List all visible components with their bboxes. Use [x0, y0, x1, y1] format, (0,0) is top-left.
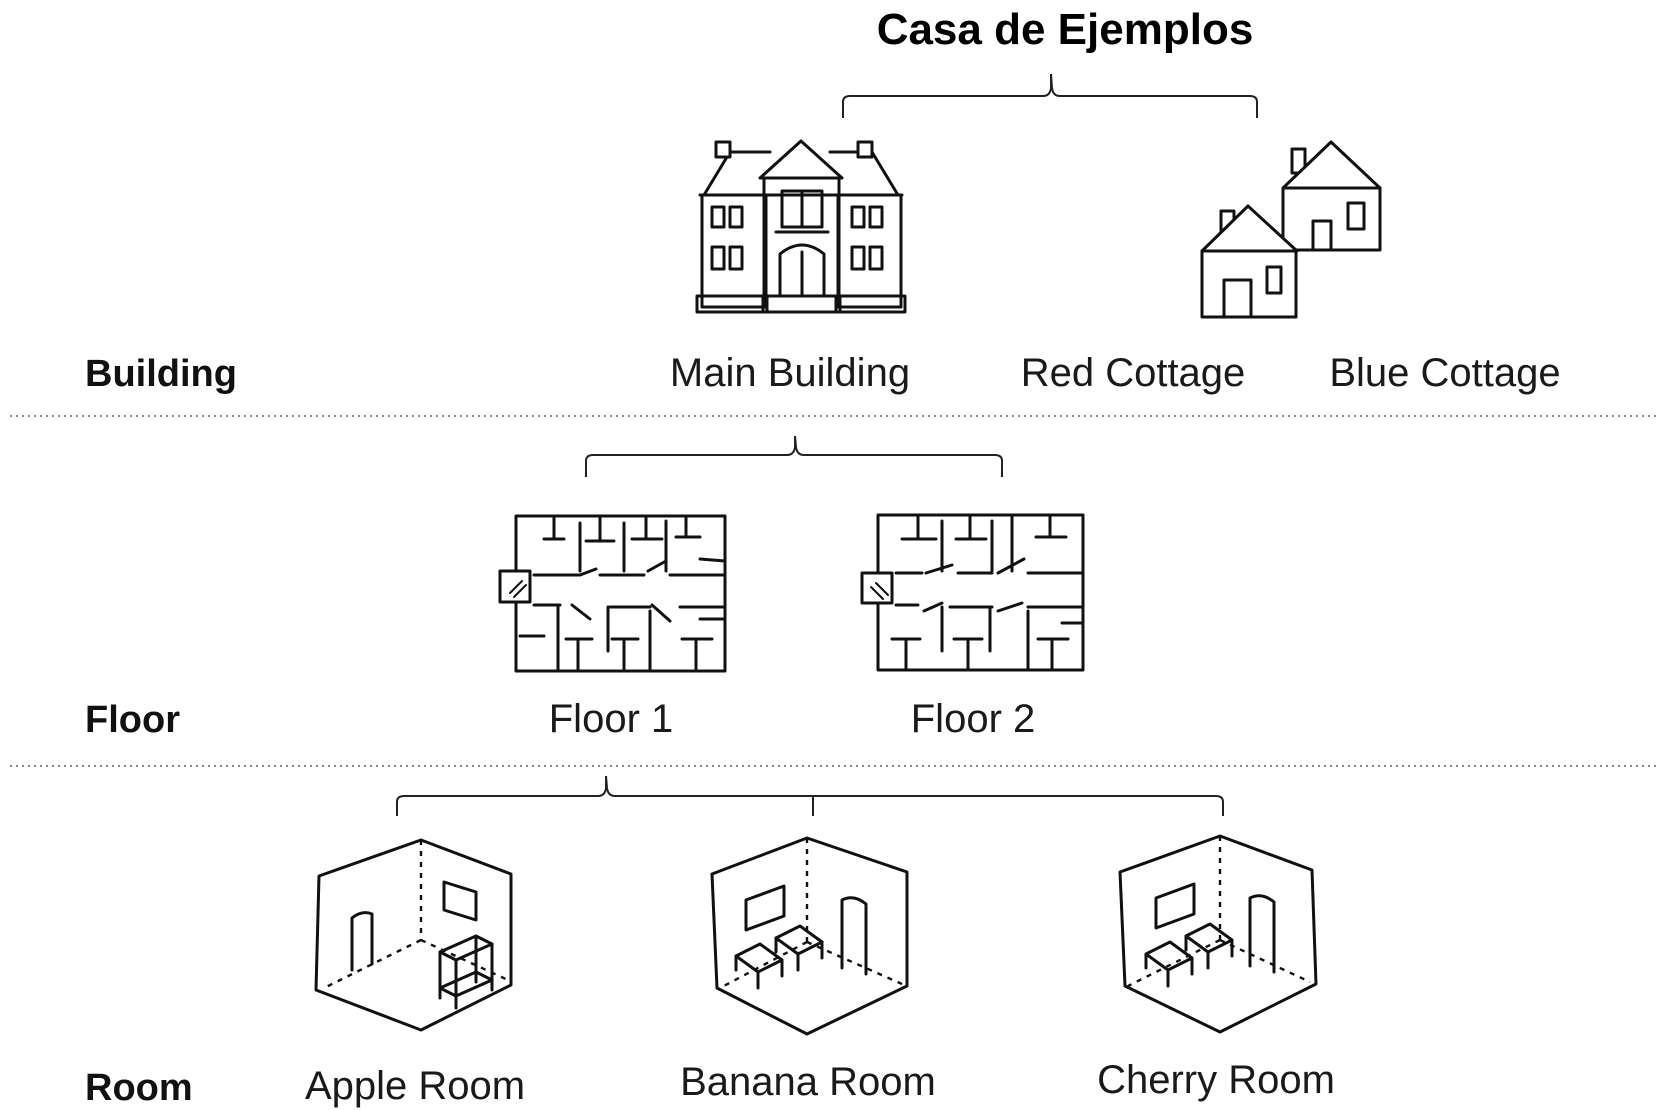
room-icon [710, 836, 909, 1036]
floor-plan-icon [860, 513, 1085, 672]
level-label-floor: Floor [85, 699, 180, 741]
node-label-main-building: Main Building [670, 351, 910, 395]
level-label-building: Building [85, 353, 237, 395]
brace-main-building-floors [585, 435, 1003, 477]
cottage-pair-icon [1200, 140, 1382, 319]
node-label-banana-room: Banana Room [680, 1060, 936, 1104]
node-label-floor-1: Floor 1 [549, 697, 674, 741]
brace-floor1-rooms [396, 775, 1224, 816]
room-icon [1118, 834, 1318, 1034]
mansion-icon [695, 139, 907, 314]
diagram-title: Casa de Ejemplos [877, 5, 1254, 54]
node-label-red-cottage: Red Cottage [1021, 351, 1246, 395]
floor-plan-icon [498, 514, 727, 673]
brace-casa-buildings [842, 73, 1258, 118]
level-label-room: Room [85, 1067, 193, 1109]
node-label-cherry-room: Cherry Room [1097, 1058, 1335, 1102]
node-label-floor-2: Floor 2 [911, 697, 1036, 741]
node-label-blue-cottage: Blue Cottage [1329, 351, 1560, 395]
node-label-apple-room: Apple Room [305, 1064, 525, 1108]
room-icon [314, 838, 513, 1032]
